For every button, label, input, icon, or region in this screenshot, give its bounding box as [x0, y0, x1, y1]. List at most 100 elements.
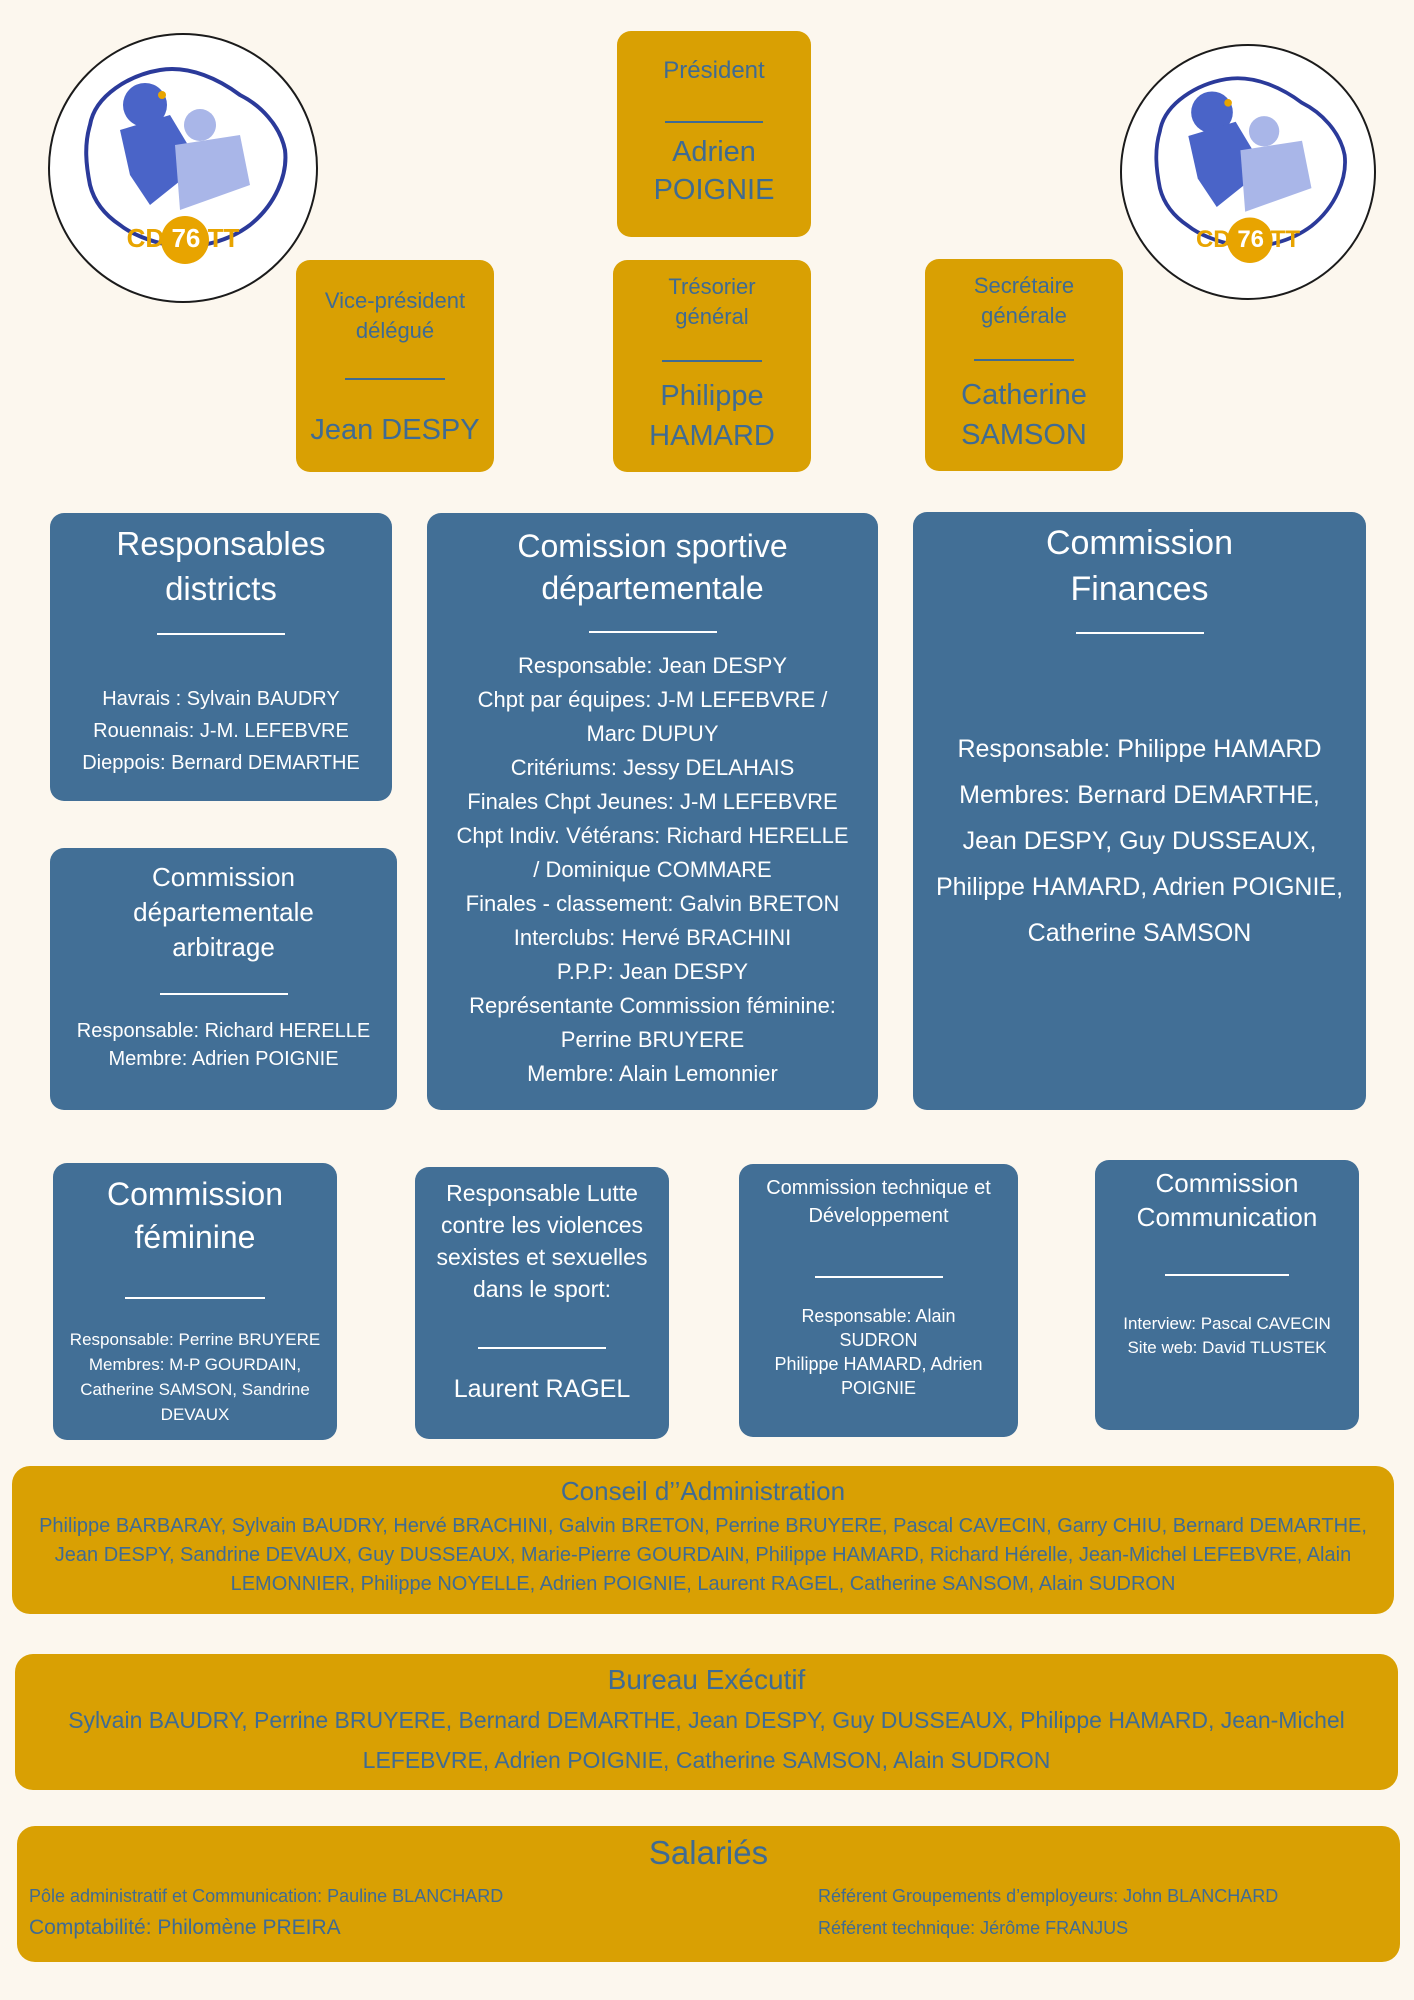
finances-line: Catherine SAMSON	[1027, 919, 1252, 947]
arbitrage-title: Commission départementale arbitrage	[133, 862, 314, 962]
sportive-line: Marc DUPUY	[586, 721, 719, 746]
sportive-line: Membre: Alain Lemonnier	[527, 1061, 778, 1086]
communication-title: Commission Communication	[1136, 1168, 1318, 1232]
finances-line: Jean DESPY, Guy DUSSEAUX,	[962, 827, 1317, 855]
executif-line: LEFEBVRE, Adrien POIGNIE, Catherine SAMS…	[362, 1747, 1051, 1773]
feminine-list: Responsable: Perrine BRUYERE Membres: M-…	[53, 1327, 337, 1427]
district-line: Havrais : Sylvain BAUDRY	[102, 688, 340, 710]
logo-left: CD 76 TT	[48, 33, 318, 303]
sportive-line: P.P.P: Jean DESPY	[556, 959, 749, 984]
vice-president-box: Vice-président délégué Jean DESPY	[296, 260, 494, 472]
salaries-title: Salariés	[648, 1834, 769, 1871]
districts-title: Responsables districts	[116, 525, 326, 607]
violences-title: Responsable Lutte contre les violences s…	[436, 1180, 648, 1302]
feminine-separator	[125, 1297, 265, 1299]
vice-president-separator	[345, 378, 445, 380]
violences-name: Laurent RAGEL	[453, 1375, 631, 1403]
feminine-line: Membres: M-P GOURDAIN,	[88, 1355, 302, 1374]
sportive-title: Comission sportive départementale	[517, 528, 788, 606]
president-role: Président	[663, 57, 765, 84]
sportive-line: Finales - classement: Galvin BRETON	[465, 891, 840, 916]
sportive-list: Responsable: Jean DESPY Chpt par équipes…	[427, 649, 878, 1091]
districts-box: Responsables districts Havrais : Sylvain…	[50, 513, 392, 801]
sportive-line: Interclubs: Hervé BRACHINI	[513, 925, 792, 950]
arbitrage-line: Membre: Adrien POIGNIE	[108, 1048, 339, 1070]
arbitrage-line: Responsable: Richard HERELLE	[76, 1020, 371, 1042]
communication-line: Site web: David TLUSTEK	[1127, 1338, 1327, 1357]
sportive-line: Finales Chpt Jeunes: J-M LEFEBVRE	[467, 789, 838, 814]
technique-separator	[814, 1276, 943, 1278]
violences-box: Responsable Lutte contre les violences s…	[415, 1167, 669, 1439]
logo-text-number: 76	[171, 223, 201, 253]
districts-list: Havrais : Sylvain BAUDRY Rouennais: J-M.…	[50, 683, 392, 779]
finances-line: Responsable: Philippe HAMARD	[957, 735, 1322, 763]
finances-line: Philippe HAMARD, Adrien POIGNIE,	[935, 873, 1344, 901]
arbitrage-separator	[159, 993, 288, 995]
president-name: Adrien POIGNIE	[653, 136, 775, 206]
salaries-left-line: Comptabilité: Philomène PREIRA	[29, 1916, 341, 1939]
sportive-line: Responsable: Jean DESPY	[517, 653, 788, 678]
president-box: Président Adrien POIGNIE	[617, 31, 811, 237]
sportive-line: / Dominique COMMARE	[533, 857, 772, 882]
feminine-line: DEVAUX	[160, 1405, 230, 1424]
executif-line: Sylvain BAUDRY, Perrine BRUYERE, Bernard…	[68, 1707, 1345, 1733]
finances-list: Responsable: Philippe HAMARD Membres: Be…	[913, 726, 1366, 956]
secretaire-role: Secrétaire générale	[973, 273, 1075, 328]
arbitrage-list: Responsable: Richard HERELLE Membre: Adr…	[50, 1017, 397, 1073]
conseil-list: Philippe BARBARAY, Sylvain BAUDRY, Hervé…	[12, 1512, 1394, 1599]
communication-list: Interview: Pascal CAVECIN Site web: Davi…	[1095, 1312, 1359, 1360]
vice-president-name: Jean DESPY	[310, 414, 480, 446]
salaries-box: Salariés Pôle administratif et Communica…	[17, 1826, 1400, 1962]
arbitrage-box: Commission départementale arbitrage Resp…	[50, 848, 397, 1110]
conseil-line: Philippe BARBARAY, Sylvain BAUDRY, Hervé…	[39, 1515, 1367, 1537]
conseil-line: LEMONNIER, Philippe NOYELLE, Adrien POIG…	[230, 1573, 1176, 1595]
salaries-right-line: Référent Groupements d’employeurs: John …	[818, 1886, 1279, 1906]
communication-box: Commission Communication Interview: Pasc…	[1095, 1160, 1359, 1430]
tresorier-role: Trésorier général	[668, 274, 756, 329]
salaries-right-line: Référent technique: Jérôme FRANJUS	[818, 1918, 1129, 1938]
finances-box: Commission Finances Responsable: Philipp…	[913, 512, 1366, 1110]
technique-box: Commission technique et Développement Re…	[739, 1164, 1018, 1437]
salaries-left-line: Pôle administratif et Communication: Pau…	[29, 1886, 504, 1906]
feminine-line: Catherine SAMSON, Sandrine	[80, 1380, 310, 1399]
tresorier-separator	[662, 360, 762, 362]
secretaire-separator	[974, 359, 1074, 361]
logo-text-tt: TT	[1270, 226, 1301, 253]
logo-text-right: CD 76 TT	[1122, 226, 1374, 254]
technique-line: SUDRON	[839, 1330, 918, 1350]
vice-president-role: Vice-président délégué	[324, 288, 466, 343]
feminine-line: Responsable: Perrine BRUYERE	[69, 1330, 321, 1349]
technique-list: Responsable: Alain SUDRON Philippe HAMAR…	[739, 1304, 1018, 1400]
sportive-box: Comission sportive départementale Respon…	[427, 513, 878, 1110]
logo-art-left	[84, 67, 288, 264]
executif-title: Bureau Exécutif	[607, 1664, 806, 1695]
logo-text-cd: CD	[1195, 226, 1231, 253]
president-separator	[665, 121, 763, 123]
executif-box: Bureau Exécutif Sylvain BAUDRY, Perrine …	[15, 1654, 1398, 1790]
feminine-title: Commission féminine	[106, 1176, 284, 1255]
logo-right: CD 76 TT	[1120, 44, 1376, 300]
technique-line: Philippe HAMARD, Adrien	[774, 1354, 983, 1374]
sportive-separator	[588, 631, 717, 633]
logo-text-tt: TT	[207, 223, 240, 253]
technique-line: Responsable: Alain	[801, 1306, 956, 1326]
executif-list: Sylvain BAUDRY, Perrine BRUYERE, Bernard…	[15, 1700, 1398, 1780]
secretaire-name: Catherine SAMSON	[961, 379, 1087, 451]
logo-art-right	[1154, 76, 1347, 263]
conseil-line: Jean DESPY, Sandrine DEVAUX, Guy DUSSEAU…	[54, 1544, 1352, 1566]
finances-separator	[1075, 632, 1204, 634]
technique-title: Commission technique et Développement	[766, 1177, 991, 1227]
violences-separator	[478, 1347, 606, 1349]
sportive-line: Chpt par équipes: J-M LEFEBVRE /	[477, 687, 828, 712]
logo-text-cd: CD	[126, 223, 165, 253]
district-line: Rouennais: J-M. LEFEBVRE	[93, 720, 349, 742]
logo-text-number: 76	[1237, 226, 1265, 253]
feminine-box: Commission féminine Responsable: Perrine…	[53, 1163, 337, 1440]
sportive-line: Perrine BRUYERE	[560, 1027, 745, 1052]
communication-separator	[1165, 1274, 1289, 1276]
communication-line: Interview: Pascal CAVECIN	[1123, 1314, 1331, 1333]
sportive-line: Critériums: Jessy DELAHAIS	[510, 755, 795, 780]
finances-line: Membres: Bernard DEMARTHE,	[959, 781, 1320, 809]
conseil-title: Conseil d’’Administration	[560, 1476, 846, 1506]
salaries-left: Pôle administratif et Communication: Pau…	[29, 1880, 503, 1944]
